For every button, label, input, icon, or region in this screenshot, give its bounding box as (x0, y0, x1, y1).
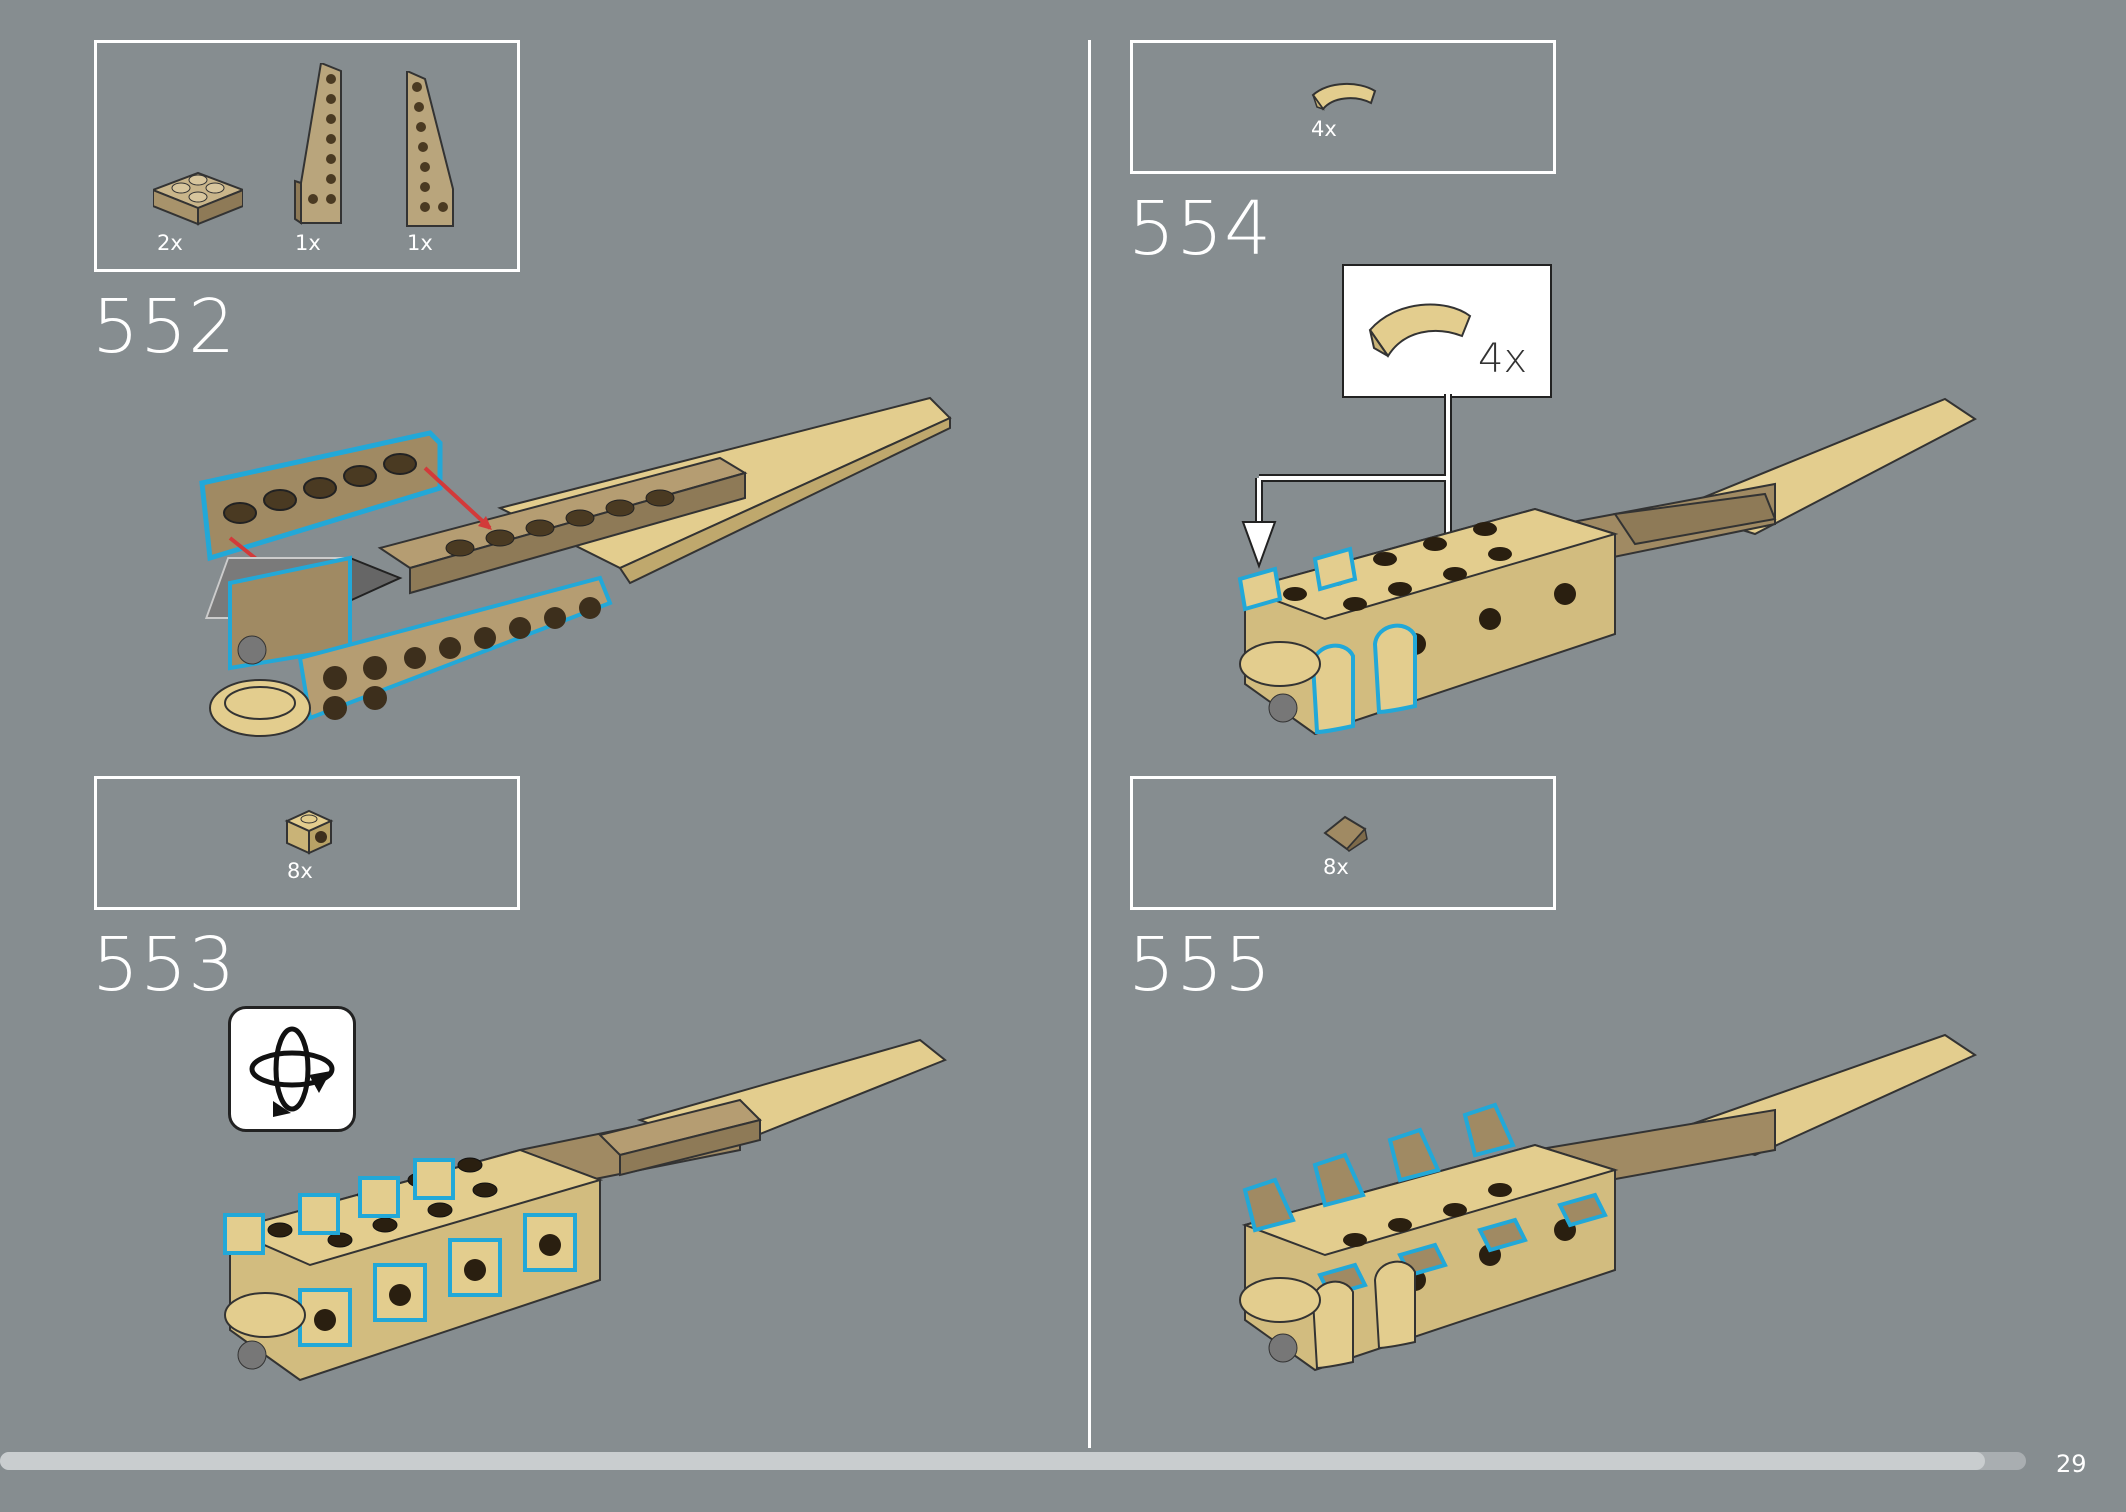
curved-slope-icon (1368, 303, 1472, 358)
brick-1x1-side-stud-icon (284, 809, 334, 855)
parts-box-553: 8x (94, 776, 520, 910)
wedge-plate-left-icon (294, 63, 342, 225)
callout-qty: 4x (1478, 336, 1528, 382)
parts-box-554: 4x (1130, 40, 1556, 174)
progress-fill (0, 1452, 1986, 1470)
rotate-arrows-icon (249, 1026, 335, 1117)
step-number-555: 555 (1128, 922, 1273, 1008)
parts-box-552: 2x 1x 1x (94, 40, 520, 272)
step-554-model (1237, 394, 1977, 736)
column-divider (1088, 40, 1091, 1448)
part-qty: 1x (295, 231, 321, 255)
page-number: 29 (2056, 1450, 2087, 1478)
wedge-plate-right-icon (406, 71, 454, 227)
cheese-slope-icon (1323, 815, 1368, 852)
step-number-554: 554 (1128, 186, 1273, 272)
part-qty: 4x (1311, 117, 1337, 141)
callout-box-554: 4x (1342, 264, 1552, 398)
step-number-553: 553 (92, 922, 237, 1008)
step-553-model (223, 1038, 947, 1382)
step-552-model (199, 396, 952, 737)
part-qty: 8x (287, 859, 313, 883)
part-qty: 2x (157, 231, 183, 255)
plate-2x2-icon (153, 171, 243, 226)
rotate-model-icon (228, 1006, 356, 1132)
step-number-552: 552 (92, 284, 237, 370)
parts-box-555: 8x (1130, 776, 1556, 910)
progress-bar (0, 1452, 2026, 1470)
part-qty: 1x (407, 231, 433, 255)
step-555-model (1239, 1033, 1978, 1372)
part-qty: 8x (1323, 855, 1349, 879)
curved-slope-icon (1311, 82, 1377, 111)
